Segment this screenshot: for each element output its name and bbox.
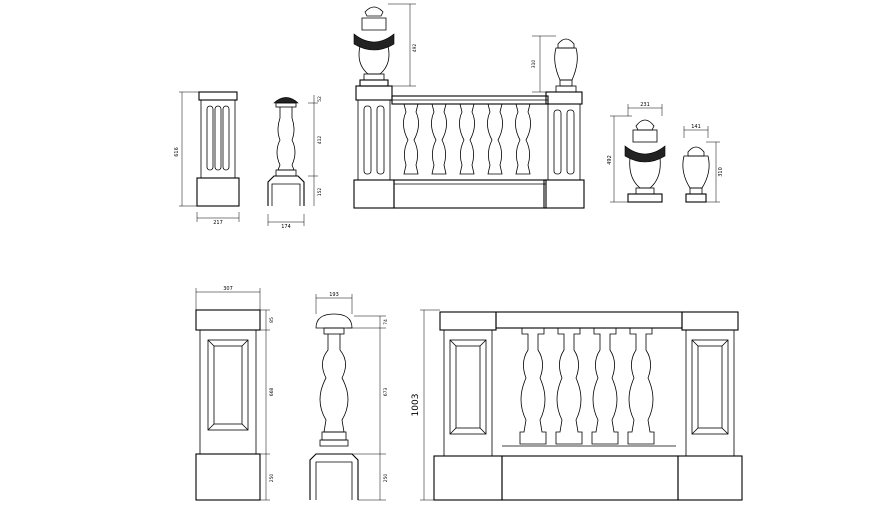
dim-urn-small-height-detail: 310 (718, 167, 724, 177)
small-pillar (179, 91, 240, 222)
dim-urn-big-height: 492 (412, 44, 418, 53)
dim-large-baluster-base: 250 (383, 474, 389, 483)
dim-urn-big-height-detail: 492 (607, 155, 613, 165)
balustrade-large (420, 309, 743, 501)
dim-large-baluster-shaft: 673 (383, 388, 389, 397)
dim-baluster-top: 52 (317, 96, 323, 102)
baluster-section-small (267, 95, 318, 226)
dim-urn-small-height: 310 (531, 60, 537, 69)
balusters-row-large (519, 327, 655, 445)
dim-large-baluster-cap: 74 (383, 319, 389, 325)
dim-pillar-small-height: 616 (174, 147, 180, 157)
dim-urn-big-width: 231 (640, 102, 650, 108)
dim-overall-height: 1003 (411, 394, 421, 417)
dim-pillar-small-width: 217 (213, 220, 223, 226)
dim-baluster-base: 152 (317, 188, 323, 197)
baluster-section-large (309, 294, 386, 501)
dim-large-pillar-shaft: 668 (269, 388, 275, 397)
large-pillar (195, 288, 270, 501)
dim-urn-small-width: 141 (691, 124, 701, 130)
balusters-row-small (403, 103, 531, 175)
dim-large-pillar-width: 307 (223, 286, 233, 292)
dim-baluster-mid: 412 (317, 136, 323, 145)
dim-large-baluster-width: 193 (329, 292, 339, 298)
urns-detail (610, 104, 720, 203)
dim-large-pillar-base: 250 (269, 474, 275, 483)
balustrade-small (353, 3, 585, 209)
dim-large-pillar-cap: 85 (269, 317, 275, 323)
dim-baluster-width: 174 (281, 224, 291, 230)
